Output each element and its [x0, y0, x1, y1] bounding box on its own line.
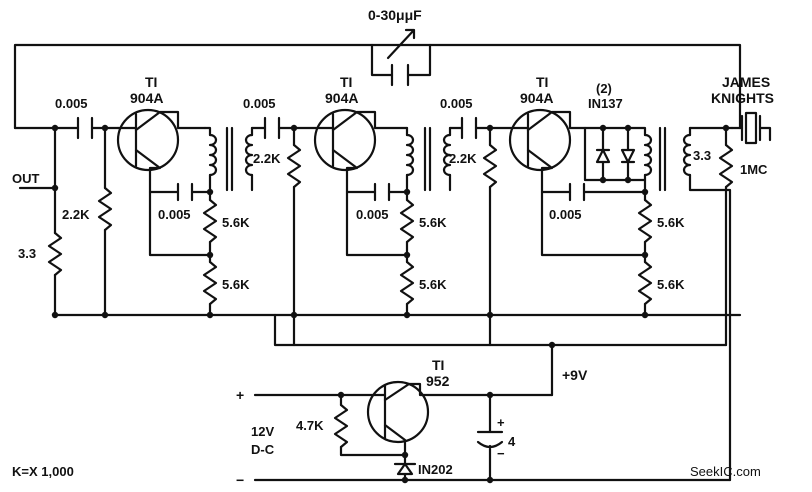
k-note: K=X 1,000 [12, 464, 74, 479]
stage3-r-bot: 5.6K [657, 277, 685, 292]
regulator [253, 380, 732, 482]
supply-plus: + [236, 387, 244, 403]
stage-2 [292, 108, 498, 347]
stage3-c-emitter: 0.005 [549, 207, 582, 222]
stage2-r-load: 2.2K [449, 151, 477, 166]
stage2-part: 904A [325, 90, 358, 106]
crystal-maker-2: KNIGHTS [711, 90, 774, 106]
stage2-c-couple: 0.005 [440, 96, 473, 111]
stage3-part: 904A [520, 90, 553, 106]
r-bias-label: 4.7K [296, 418, 324, 433]
stage1-r-top: 5.6K [222, 215, 250, 230]
stage3-name: TI [536, 74, 548, 90]
stage1-c-couple: 0.005 [243, 96, 276, 111]
diodes-part: IN137 [588, 96, 623, 111]
stage1-name: TI [145, 74, 157, 90]
junctions [51, 124, 730, 484]
supply-volts: 12V [251, 424, 274, 439]
c-in-label: 0.005 [55, 96, 88, 111]
crystal [730, 111, 772, 145]
supply-minus: − [236, 472, 244, 488]
stage2-r-top: 5.6K [419, 215, 447, 230]
v-reg-label: +9V [562, 367, 588, 383]
stage1-part: 904A [130, 90, 163, 106]
c-filter-minus: − [497, 446, 505, 461]
r-in-label: 2.2K [62, 207, 90, 222]
zener-label: IN202 [418, 462, 453, 477]
crystal-freq-label: 1MC [740, 162, 768, 177]
c-filter-plus: + [497, 415, 505, 430]
supply-type: D-C [251, 442, 275, 457]
diodes-count: (2) [596, 81, 612, 96]
stage1-r-bot: 5.6K [222, 277, 250, 292]
stage2-name: TI [340, 74, 352, 90]
r-out-label: 3.3 [18, 246, 36, 261]
out-label: OUT [12, 171, 40, 186]
c-filter-label: 4 [508, 434, 516, 449]
reg-part: 952 [426, 373, 450, 389]
crystal-maker-1: JAMES [722, 74, 770, 90]
stage2-r-bot: 5.6K [419, 277, 447, 292]
watermark: SeekIC.com [690, 464, 761, 479]
feedback-cap-label: 0-30μμF [368, 7, 422, 23]
stage1-c-emitter: 0.005 [158, 207, 191, 222]
stage-3 [488, 108, 734, 482]
feedback-loop [13, 28, 742, 130]
input-section [13, 116, 742, 317]
stage3-r-top: 5.6K [657, 215, 685, 230]
r-crystal-label: 3.3 [693, 148, 711, 163]
stage1-r-load: 2.2K [253, 151, 281, 166]
stage-1 [116, 108, 302, 347]
stage2-c-emitter: 0.005 [356, 207, 389, 222]
supply-bus [273, 313, 728, 397]
reg-name: TI [432, 357, 444, 373]
